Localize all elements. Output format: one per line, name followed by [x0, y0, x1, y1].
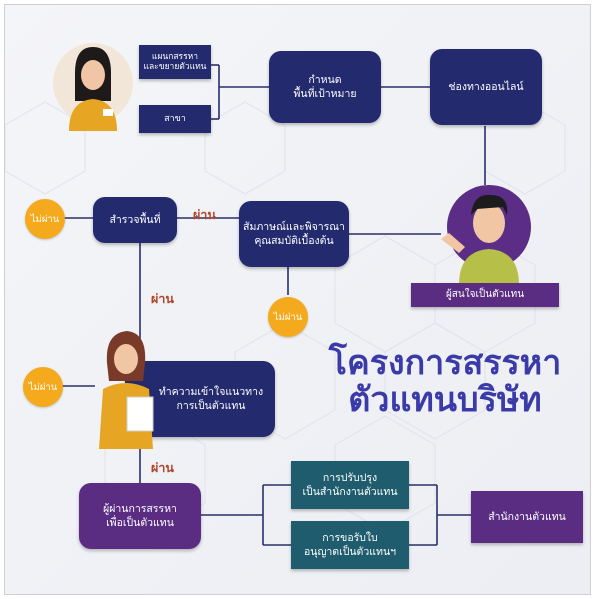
branch-box: สาขา: [139, 105, 211, 133]
consultant-illustration: [87, 323, 165, 449]
upgrade-office-box: การปรับปรุง เป็นสำนักงานตัวแทน: [291, 461, 409, 509]
online-channel-label: ช่องทางออนไลน์: [448, 80, 524, 93]
final-pass-label: ผ่าน: [151, 460, 174, 475]
diagram-canvas: แผนกสรรหา และขยายตัวแทน สาขา กำหนด พื้นท…: [4, 4, 591, 595]
survey-fail-circle: ไม่ผ่าน: [25, 199, 65, 239]
online-channel-box: ช่องทางออนไลน์: [430, 49, 542, 125]
pointing-hand-icon: [441, 233, 465, 253]
orientation-fail-label: ไม่ผ่าน: [28, 381, 58, 393]
down-pass-label: ผ่าน: [151, 291, 174, 306]
interview-label: สัมภาษณ์และพิจารณา คุณสมบัติเบื้องต้น: [243, 220, 345, 247]
recruiter-illustration: [51, 33, 135, 133]
agent-office-box: สำนักงานตัวแทน: [471, 491, 583, 543]
target-area-box: กำหนด พื้นที่เป้าหมาย: [269, 51, 381, 123]
interview-fail-label: ไม่ผ่าน: [273, 311, 303, 323]
survey-fail-label: ไม่ผ่าน: [30, 213, 60, 225]
interested-label: ผู้สนใจเป็นตัวแทน: [445, 289, 525, 301]
recruit-unit-label: แผนกสรรหา และขยายตัวแทน: [143, 51, 207, 72]
recruit-unit-box: แผนกสรรหา และขยายตัวแทน: [139, 45, 211, 79]
interview-fail-circle: ไม่ผ่าน: [268, 297, 308, 337]
orientation-fail-circle: ไม่ผ่าน: [23, 367, 63, 407]
upgrade-office-label: การปรับปรุง เป็นสำนักงานตัวแทน: [302, 471, 398, 498]
passed-recruit-label: ผู้ผ่านการสรรหา เพื่อเป็นตัวแทน: [103, 502, 177, 529]
interview-box: สัมภาษณ์และพิจารณา คุณสมบัติเบื้องต้น: [239, 201, 349, 267]
agent-office-label: สำนักงานตัวแทน: [488, 510, 566, 523]
shirt-shape: [459, 249, 519, 285]
interested-box: ผู้สนใจเป็นตัวแทน: [411, 283, 559, 307]
unit-branch-bracket: [211, 64, 220, 120]
orientation-label: ทำความเข้าใจแนวทาง การเป็นตัวแทน: [158, 385, 264, 412]
document-icon: [126, 396, 154, 432]
face-shape: [473, 203, 505, 243]
face-shape: [81, 60, 105, 90]
license-label: การขอรับใบ อนุญาตเป็นตัวแทนฯ: [303, 531, 397, 558]
survey-pass-label: ผ่าน: [193, 207, 216, 222]
title-line-1: โครงการสรรหา: [328, 343, 562, 383]
applicant-illustration: [437, 177, 537, 285]
survey-area-label: สำรวจพื้นที่: [109, 213, 161, 226]
title-line-2: ตัวแทนบริษัท: [348, 380, 542, 421]
target-area-label: กำหนด พื้นที่เป้าหมาย: [293, 73, 357, 100]
page-title: โครงการสรรหา ตัวแทนบริษัท: [325, 343, 565, 421]
id-card-icon: [103, 109, 113, 116]
hair-shape: [471, 194, 508, 215]
license-box: การขอรับใบ อนุญาตเป็นตัวแทนฯ: [291, 521, 409, 569]
face-shape: [114, 344, 138, 374]
survey-area-box: สำรวจพื้นที่: [93, 197, 177, 243]
branch-label: สาขา: [164, 113, 186, 124]
jacket-shape: [69, 99, 117, 131]
passed-recruit-box: ผู้ผ่านการสรรหา เพื่อเป็นตัวแทน: [79, 483, 201, 549]
